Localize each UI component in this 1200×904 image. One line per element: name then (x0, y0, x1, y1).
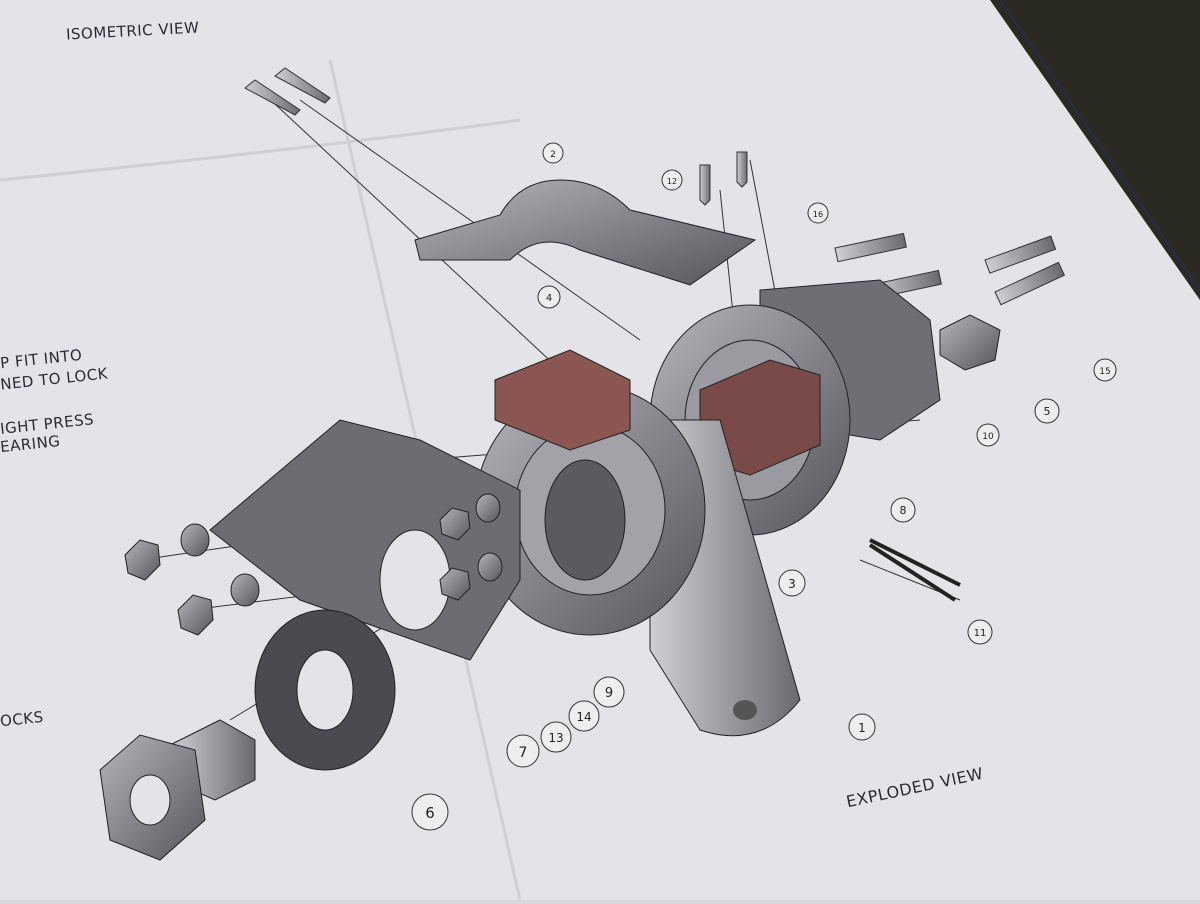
svg-text:7: 7 (519, 745, 528, 761)
svg-text:9: 9 (605, 686, 613, 701)
part-5-bearing-housing (939, 314, 1001, 371)
callout-3: 3 (778, 569, 806, 597)
svg-text:13: 13 (548, 731, 563, 745)
callout-4: 4 (537, 285, 561, 309)
svg-text:3: 3 (788, 577, 796, 591)
bearing (544, 459, 626, 581)
callout-11: 11 (967, 619, 993, 645)
callout-14: 14 (568, 700, 600, 732)
callouts: 1 2 3 4 5 6 7 8 9 10 11 12 13 14 15 16 (411, 142, 1117, 831)
svg-text:12: 12 (667, 177, 677, 186)
part-4-block (494, 349, 631, 451)
nuts-and-washers (124, 493, 503, 636)
callout-12: 12 (661, 169, 683, 191)
svg-text:2: 2 (550, 150, 556, 160)
screw-parts (244, 67, 748, 206)
svg-text:16: 16 (813, 210, 823, 219)
svg-text:4: 4 (546, 293, 552, 304)
svg-text:1: 1 (858, 721, 866, 735)
callout-5: 5 (1034, 398, 1060, 424)
svg-text:6: 6 (425, 804, 435, 822)
callout-16: 16 (807, 202, 829, 224)
svg-text:14: 14 (576, 710, 591, 724)
svg-text:11: 11 (974, 628, 987, 639)
callout-1: 1 (848, 713, 876, 741)
callout-2: 2 (542, 142, 564, 164)
callout-15: 15 (1093, 358, 1117, 382)
svg-text:5: 5 (1044, 405, 1051, 418)
callout-7: 7 (506, 734, 540, 768)
svg-text:10: 10 (982, 432, 994, 442)
svg-text:8: 8 (900, 504, 907, 517)
callout-13: 13 (540, 721, 572, 753)
part-2-strap (414, 179, 757, 286)
callout-6: 6 (411, 793, 449, 831)
callout-9: 9 (593, 676, 625, 708)
callout-8: 8 (890, 497, 916, 523)
svg-text:15: 15 (1099, 367, 1110, 377)
border-line (999, 0, 1200, 291)
part-11-cotter-pins (868, 538, 961, 602)
callout-10: 10 (976, 423, 1000, 447)
